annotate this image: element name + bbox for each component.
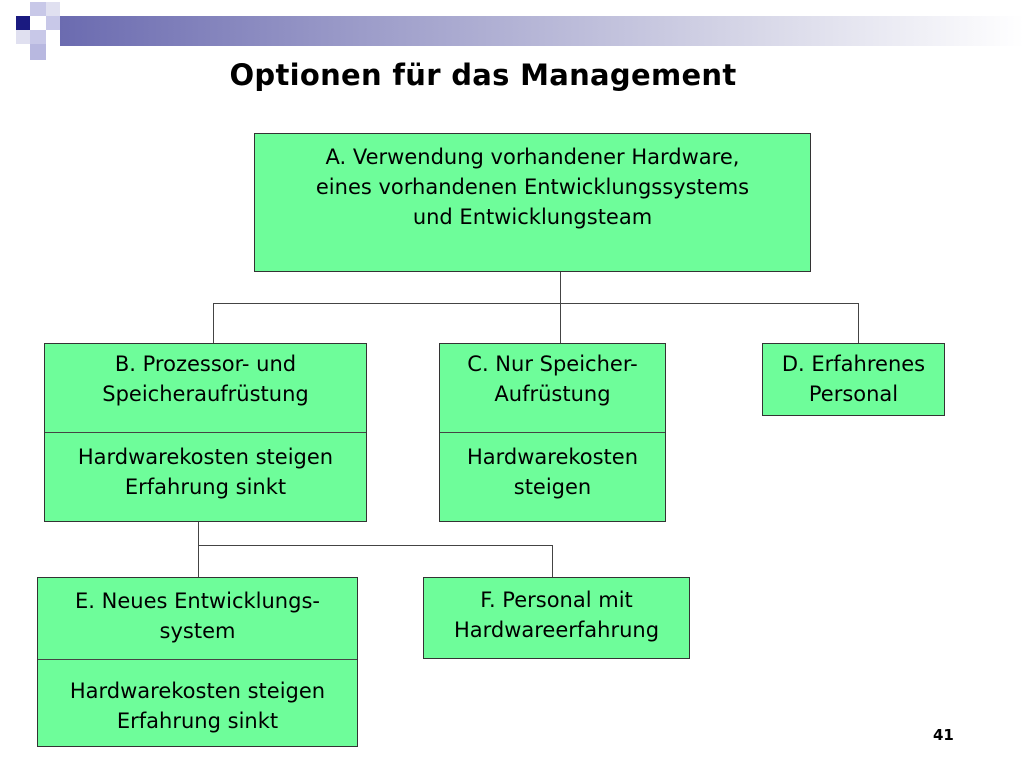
- option-f-head-line-1: F. Personal mit: [480, 588, 633, 612]
- option-b-effect-line-1: Hardwarekosten steigen: [77, 445, 334, 469]
- banner-square-light: [46, 2, 60, 16]
- option-e-head-line-1: E. Neues Entwicklungs-: [75, 589, 320, 613]
- banner-square-light: [30, 44, 46, 60]
- slide-title: Optionen für das Management: [229, 58, 737, 92]
- connector-b-horizontal: [198, 545, 552, 546]
- option-c-effect: Hardwarekosten steigen: [440, 442, 665, 502]
- option-b-head: B. Prozessor- und Speicheraufrüstung: [45, 349, 366, 409]
- option-b-effect-line-2: Erfahrung sinkt: [124, 475, 287, 499]
- option-b-effect: Hardwarekosten steigen Erfahrung sinkt: [45, 442, 366, 502]
- option-c-head-line-2: Aufrüstung: [494, 382, 611, 406]
- option-a-box: A. Verwendung vorhandener Hardware, eine…: [254, 133, 811, 272]
- option-e-effect-line-2: Erfahrung sinkt: [116, 709, 279, 733]
- option-d-head-line-2: Personal: [808, 382, 899, 406]
- option-d-box: D. Erfahrenes Personal: [762, 343, 945, 416]
- option-c-box: C. Nur Speicher- Aufrüstung Hardwarekost…: [439, 343, 666, 522]
- connector-to-b: [213, 303, 214, 344]
- option-e-head: E. Neues Entwicklungs- system: [38, 586, 357, 646]
- header-banner: [60, 16, 1024, 46]
- option-c-head: C. Nur Speicher- Aufrüstung: [440, 349, 665, 409]
- option-b-head-line-1: B. Prozessor- und: [114, 352, 297, 376]
- option-e-divider: [38, 659, 357, 660]
- option-a-line-2: eines vorhandenen Entwicklungssystems: [315, 175, 750, 199]
- option-c-head-line-1: C. Nur Speicher-: [467, 352, 638, 376]
- banner-square-light: [30, 2, 46, 16]
- option-e-effect-line-1: Hardwarekosten steigen: [69, 679, 326, 703]
- option-b-head-line-2: Speicheraufrüstung: [102, 382, 309, 406]
- connector-b-down: [198, 521, 199, 578]
- connector-to-c: [560, 303, 561, 344]
- banner-square-light: [46, 16, 60, 30]
- option-e-head-line-2: system: [159, 619, 236, 643]
- option-a-line-3: und Entwicklungsteam: [412, 205, 653, 229]
- option-e-box: E. Neues Entwicklungs- system Hardwareko…: [37, 577, 358, 747]
- banner-square-light: [16, 30, 30, 44]
- option-c-effect-line-2: steigen: [513, 475, 592, 499]
- option-f-head-line-2: Hardwareerfahrung: [453, 618, 660, 642]
- option-b-divider: [45, 432, 366, 433]
- connector-a-horizontal: [213, 303, 858, 304]
- option-e-effect: Hardwarekosten steigen Erfahrung sinkt: [38, 676, 357, 736]
- option-a-text: A. Verwendung vorhandener Hardware, eine…: [255, 142, 810, 232]
- option-a-line-1: A. Verwendung vorhandener Hardware,: [325, 145, 740, 169]
- option-b-box: B. Prozessor- und Speicheraufrüstung Har…: [44, 343, 367, 522]
- option-d-head-line-1: D. Erfahrenes: [781, 352, 926, 376]
- option-c-effect-line-1: Hardwarekosten: [466, 445, 639, 469]
- connector-to-d: [858, 303, 859, 344]
- connector-a-down: [560, 271, 561, 304]
- page-number: 41: [933, 726, 954, 744]
- option-f-head: F. Personal mit Hardwareerfahrung: [424, 585, 689, 645]
- banner-square-dark: [16, 16, 30, 30]
- connector-to-f: [552, 545, 553, 578]
- option-f-box: F. Personal mit Hardwareerfahrung: [423, 577, 690, 659]
- option-c-divider: [440, 432, 665, 433]
- option-d-head: D. Erfahrenes Personal: [763, 349, 944, 409]
- banner-square-light: [30, 30, 46, 44]
